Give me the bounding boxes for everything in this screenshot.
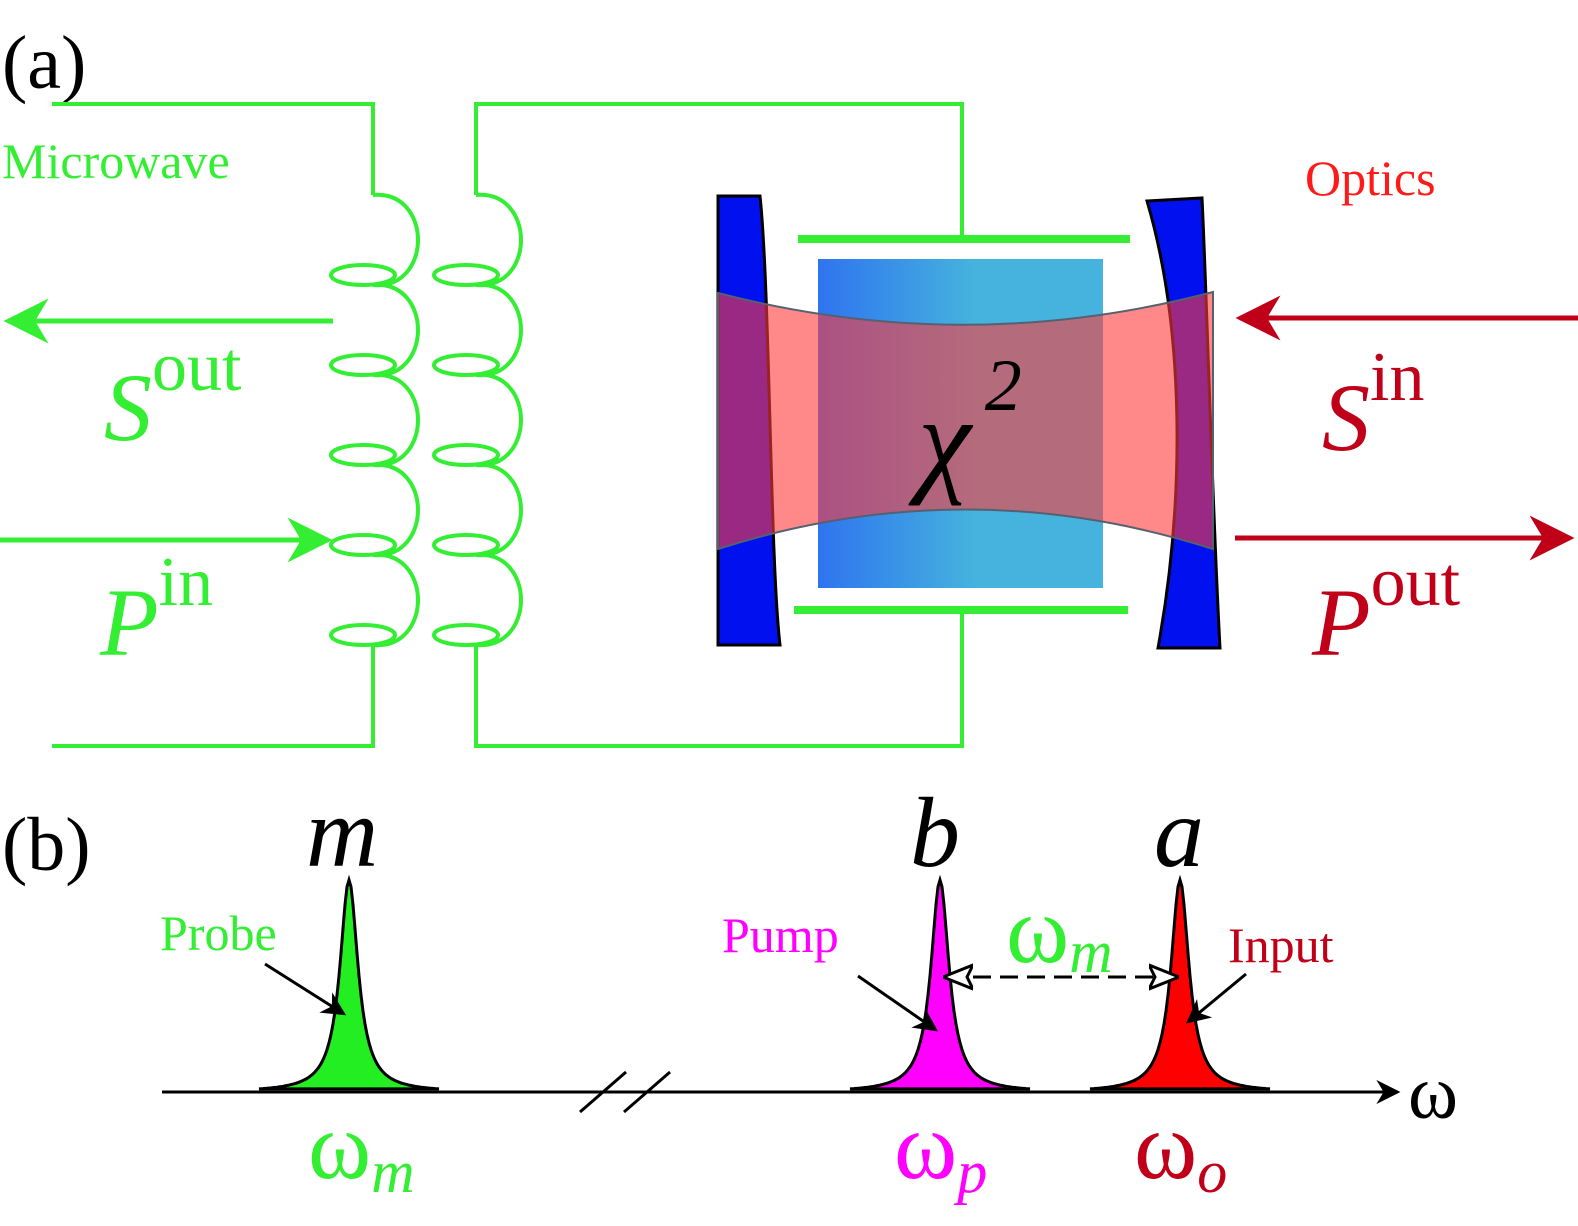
microwave-label: Microwave [2,133,230,189]
secondary-coil-turn [432,623,500,647]
secondary-coil-turn [432,263,500,287]
pump-peak [849,874,1031,1091]
freq-label-omega-p: ωp [894,1092,987,1205]
input-peak [1089,874,1271,1091]
panel-b-label: (b) [2,803,91,887]
probe-peak [258,874,440,1091]
spacing-label: ωm [1006,876,1113,985]
secondary-coil [475,192,523,648]
optical-beam [717,290,1214,551]
axis-break [579,1070,671,1114]
input-pointer-arrow [1186,972,1247,1024]
p-out-label: Pout [1311,544,1461,676]
transformer-coils [329,192,523,648]
primary-coil-turn [329,263,397,287]
secondary-circuit [474,102,964,748]
input-label: Input [1228,917,1334,973]
pump-label: Pump [722,907,839,963]
freq-label-omega-o: ωo [1134,1092,1227,1205]
mode-label-a: a [1154,777,1204,888]
panel-a-label: (a) [2,21,86,105]
primary-coil-turn [329,443,397,467]
s-in-label: Sin [1322,339,1424,471]
optics-label: Optics [1305,150,1436,206]
freq-label-omega-m: ωm [308,1092,415,1205]
axis-label-omega: ω [1408,1051,1458,1135]
probe-label: Probe [160,905,277,961]
primary-coil-turn [329,353,397,377]
resonance-peaks [258,874,1271,1091]
s-out-label: Sout [104,329,242,461]
mode-label-b: b [910,777,960,888]
secondary-coil-turn [432,533,500,557]
primary-coil-turn [329,623,397,647]
secondary-coil-turn [432,353,500,377]
primary-circuit [52,102,375,748]
mode-label-m: m [306,777,378,888]
primary-coil [372,192,420,648]
probe-pointer-arrow [264,962,347,1016]
secondary-coil-turn [432,443,500,467]
pump-pointer-arrow [857,974,938,1032]
p-in-label: Pin [99,544,213,676]
primary-coil-turn [329,533,397,557]
